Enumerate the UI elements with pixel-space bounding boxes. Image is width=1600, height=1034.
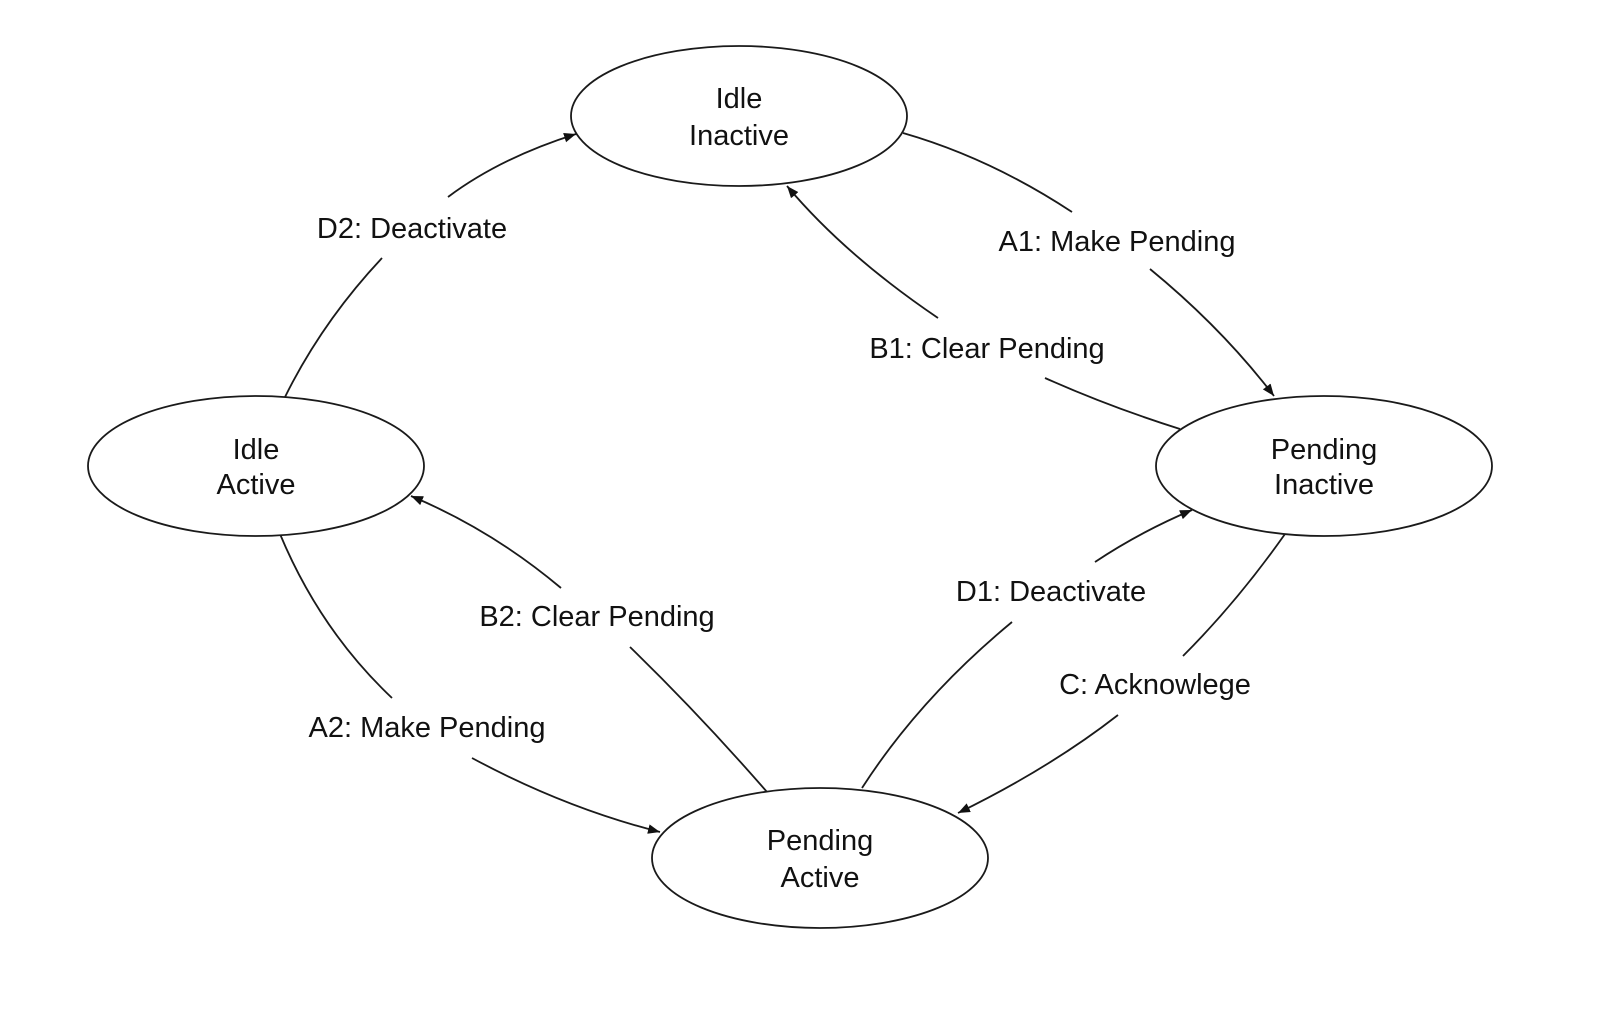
state-idle-inactive-line2: Inactive — [689, 120, 789, 152]
state-pending-active-line1: Pending — [767, 825, 873, 857]
state-idle-active-line2: Active — [217, 469, 296, 501]
edge-c-upper — [1182, 533, 1286, 657]
edge-a1-upper — [902, 132, 1073, 213]
edge-label-d2: D2: Deactivate — [317, 213, 507, 245]
edge-d1-upper — [1094, 509, 1193, 563]
state-pending-inactive: Pending Inactive — [1155, 395, 1493, 537]
state-pending-inactive-line1: Pending — [1271, 434, 1377, 466]
edge-d1-lower — [861, 621, 1013, 789]
state-pending-inactive-line2: Inactive — [1274, 469, 1374, 501]
edge-label-b2: B2: Clear Pending — [479, 601, 714, 633]
edge-b2-lower — [629, 646, 768, 793]
state-idle-active: Idle Active — [87, 395, 425, 537]
state-pending-active-line2: Active — [781, 862, 860, 894]
edge-b1-lower — [1044, 377, 1181, 430]
edge-label-a2: A2: Make Pending — [309, 712, 546, 744]
edge-d2-upper — [447, 133, 577, 198]
edge-label-b1: B1: Clear Pending — [869, 333, 1104, 365]
edge-label-d1: D1: Deactivate — [956, 576, 1146, 608]
edge-a2-upper — [279, 533, 393, 699]
edge-b2-upper — [410, 495, 562, 589]
edge-label-a1: A1: Make Pending — [999, 226, 1236, 258]
edge-c-lower — [957, 714, 1119, 814]
state-idle-active-line1: Idle — [233, 434, 280, 466]
state-idle-inactive: Idle Inactive — [570, 45, 908, 187]
edge-b1-upper — [786, 185, 939, 319]
state-pending-active: Pending Active — [651, 787, 989, 929]
state-idle-inactive-line1: Idle — [716, 83, 763, 115]
edge-a2-lower — [471, 757, 661, 834]
edge-d2-lower — [284, 257, 383, 398]
edge-label-c: C: Acknowlege — [1059, 669, 1251, 701]
edge-a1-lower — [1149, 268, 1275, 397]
